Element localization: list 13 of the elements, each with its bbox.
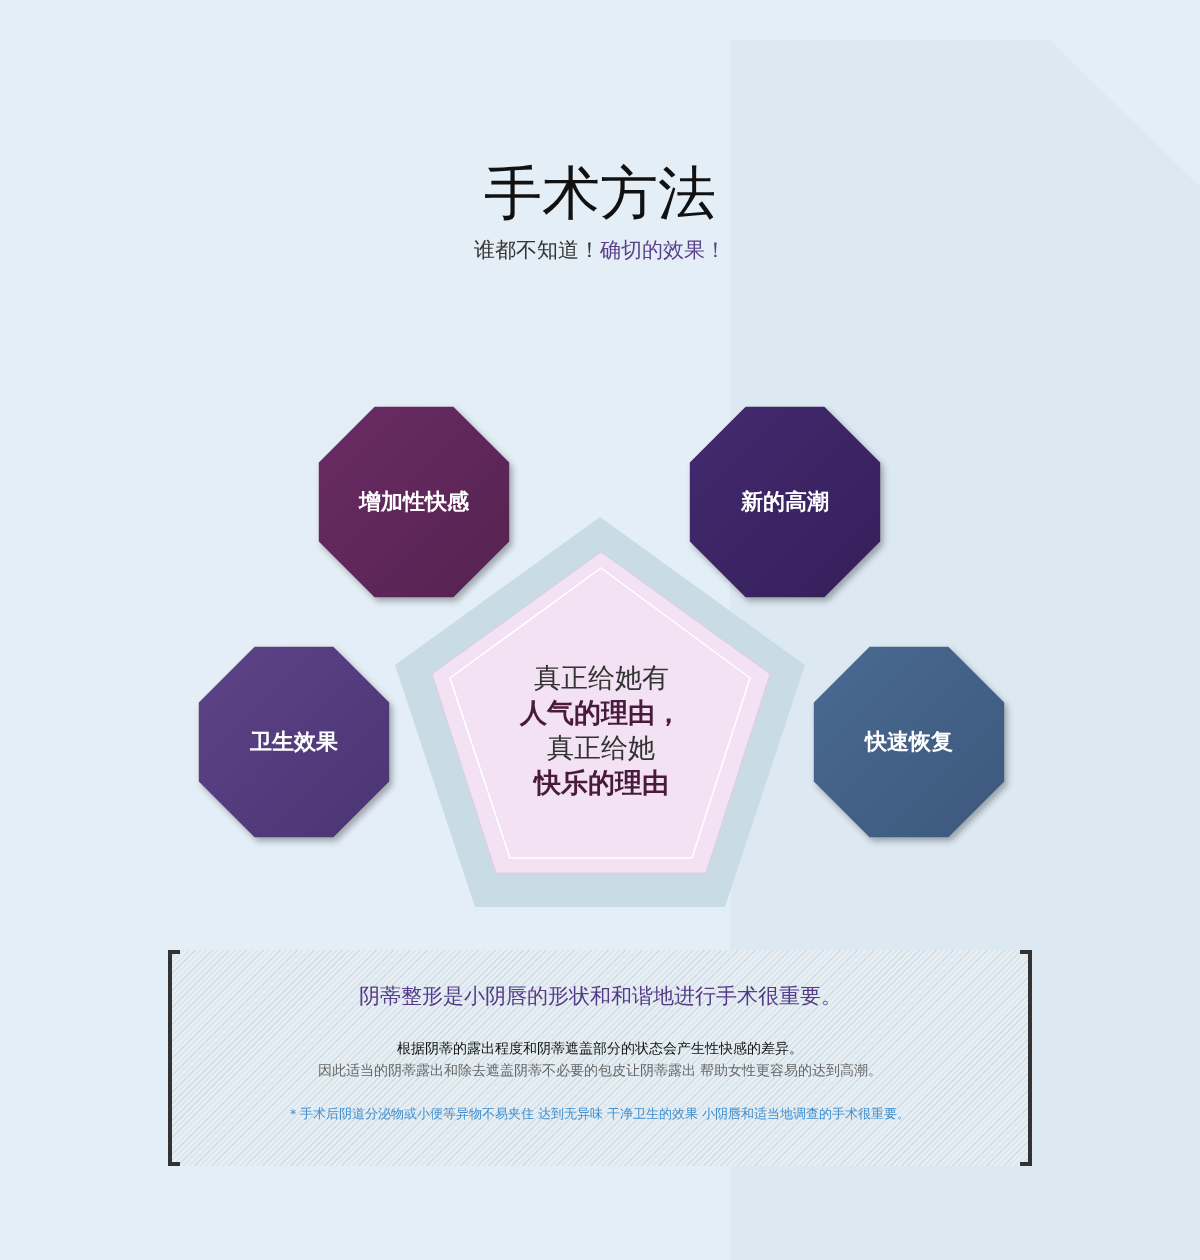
pentagon-node: [430, 550, 772, 875]
body-text: 因此适当的阴蒂露出和除去遮盖阴蒂不必要的包皮让阴蒂露出 帮助女性更容易的达到高潮。: [316, 1062, 884, 1080]
footnote: * 手术后阴道分泌物或小便等异物不易夹住 达到无异味 干净卫生的效果 小阴唇和适当地调查的手术很重要。: [288, 1106, 912, 1123]
subtitle: 谁都不知道！确切的效果！: [473, 237, 727, 264]
node-label: 新的高潮: [740, 488, 830, 516]
node-label: 卫生效果: [249, 728, 339, 756]
title: 手术方法: [483, 158, 717, 229]
center-text: 真正给她有人气的理由，真正给她快乐的理由: [518, 661, 683, 800]
node-label: 快速恢复: [863, 728, 954, 756]
body-text: 根据阴蒂的露出程度和阴蒂遮盖部分的状态会产生性快感的差异。: [396, 1040, 804, 1058]
panel-heading: 阴蒂整形是小阴唇的形状和和谐地进行手术很重要。: [357, 983, 843, 1010]
note-panel: [168, 950, 1032, 1166]
node-label: 增加性快感: [357, 488, 470, 516]
